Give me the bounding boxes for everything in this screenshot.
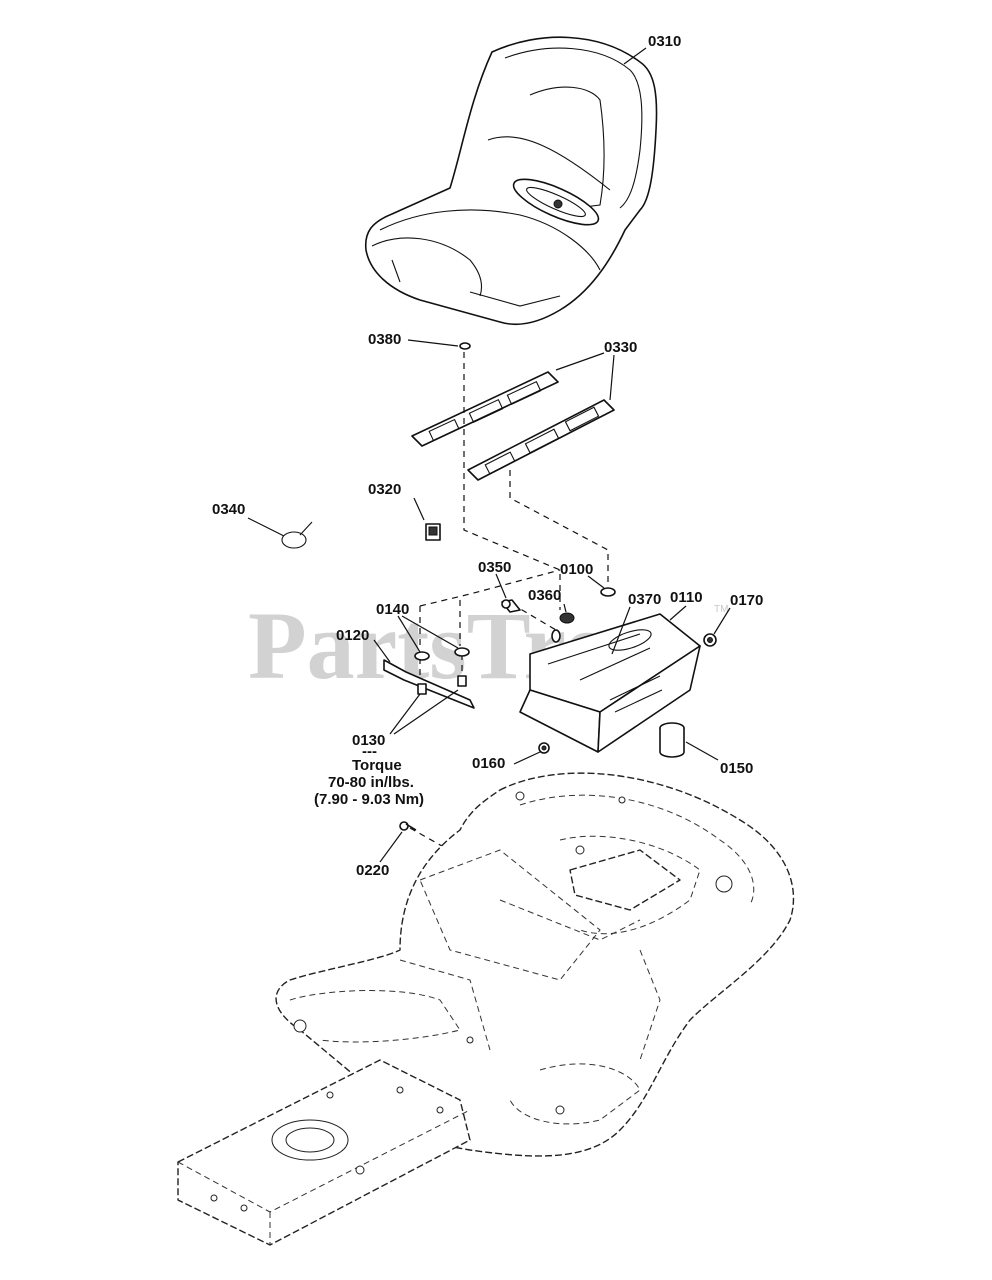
callout-label: 0130: [352, 732, 385, 749]
washer-part[interactable]: [551, 629, 561, 643]
torque-title: Torque: [352, 757, 402, 774]
callout-labels: 0310 0380 0330 0320 0340 0350 0100 0360 …: [212, 33, 763, 879]
callout-label: 0310: [648, 33, 681, 50]
callout-label: 0220: [356, 862, 389, 879]
bolt-part[interactable]: [417, 683, 427, 695]
callout-label: 0370: [628, 591, 661, 608]
seat-slide-rail-part[interactable]: [411, 371, 559, 447]
leader-lines: [247, 47, 731, 863]
seat-switch-part[interactable]: [425, 523, 441, 541]
seat-part[interactable]: [364, 36, 658, 326]
torque-separator: ---: [362, 743, 377, 760]
torque-value-imperial: 70-80 in/lbs.: [328, 774, 414, 791]
tractor-frame-fender: [177, 772, 795, 1246]
watermark-trademark: TM: [714, 604, 728, 615]
callout-label: 0330: [604, 339, 637, 356]
washer-part[interactable]: [454, 647, 470, 657]
bolt-part[interactable]: [399, 821, 417, 831]
torque-value-metric: (7.90 - 9.03 Nm): [314, 791, 424, 808]
seat-slide-rail-part[interactable]: [467, 399, 615, 481]
callout-label: 0110: [670, 589, 703, 606]
cable-tie-part[interactable]: [281, 521, 313, 549]
callout-label: 0150: [720, 760, 753, 777]
nut-part[interactable]: [538, 742, 550, 754]
torque-note: --- Torque 70-80 in/lbs. (7.90 - 9.03 Nm…: [314, 743, 424, 808]
spacer-part[interactable]: [559, 612, 575, 624]
callout-label: 0360: [528, 587, 561, 604]
callout-label: 0320: [368, 481, 401, 498]
callout-label: 0100: [560, 561, 593, 578]
washer-part[interactable]: [600, 587, 616, 597]
callout-label: 0170: [730, 592, 763, 609]
callout-label: 0160: [472, 755, 505, 772]
washer-part[interactable]: [414, 651, 430, 661]
rubber-bumper-part[interactable]: [659, 722, 685, 758]
callout-label: 0350: [478, 559, 511, 576]
assembly-line: [511, 603, 557, 631]
callout-label: 0120: [336, 627, 369, 644]
lock-nut-part[interactable]: [703, 633, 717, 647]
bolt-part[interactable]: [501, 599, 521, 613]
assembly-line: [419, 569, 561, 650]
callout-label: 0140: [376, 601, 409, 618]
seat-pan-part[interactable]: [519, 613, 701, 753]
bracket-part[interactable]: [383, 659, 475, 709]
callout-label: 0380: [368, 331, 401, 348]
assembly-line: [463, 352, 561, 610]
callout-label: 0340: [212, 501, 245, 518]
bolt-part[interactable]: [457, 675, 467, 687]
washer-part[interactable]: [459, 342, 471, 350]
assembly-line: [509, 470, 609, 586]
